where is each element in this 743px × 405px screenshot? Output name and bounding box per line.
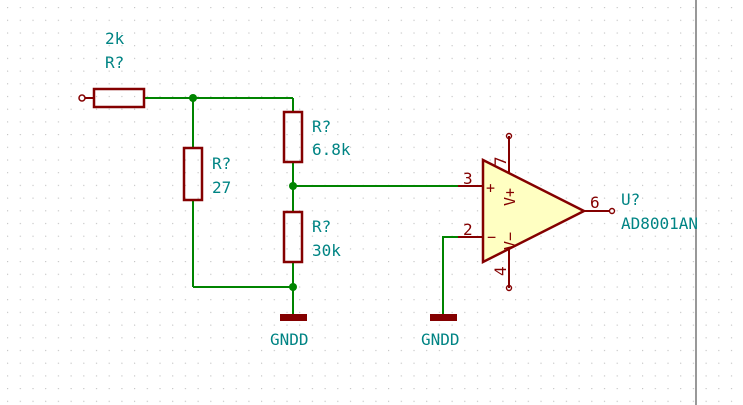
opamp-vminus-symbol: V−	[501, 232, 519, 250]
pin-out-terminal[interactable]	[608, 207, 616, 215]
pin-vneg-terminal[interactable]	[505, 284, 513, 292]
opamp-plus-symbol: +	[486, 179, 495, 197]
ground-symbol-2[interactable]	[430, 314, 457, 321]
r1-ref-label: R?	[105, 53, 124, 72]
resistor-r4[interactable]	[282, 210, 304, 264]
u1-ref-label: U?	[621, 190, 640, 209]
opamp-vplus-symbol: V+	[501, 188, 519, 206]
opamp-body[interactable]	[481, 157, 587, 265]
pin-number-7: 7	[491, 156, 510, 166]
junction-dot	[289, 182, 297, 190]
r1-value-label: 2k	[105, 29, 125, 48]
opamp-u1[interactable]	[458, 132, 616, 292]
r4-ref-label: R?	[312, 217, 331, 236]
input-terminal[interactable]	[78, 94, 94, 102]
opamp-minus-symbol: −	[487, 228, 496, 246]
ground-label-2: GNDD	[421, 330, 460, 349]
pin-vpos-terminal[interactable]	[505, 132, 513, 140]
r3-value-label: 6.8k	[312, 140, 351, 159]
ground-symbol-1[interactable]	[280, 314, 307, 321]
ground-label-1: GNDD	[270, 330, 309, 349]
pin-number-4: 4	[491, 266, 510, 276]
pin-number-2: 2	[463, 220, 473, 239]
r2-value-label: 27	[212, 178, 231, 197]
resistor-r2[interactable]	[182, 146, 204, 202]
pin-number-6: 6	[590, 193, 600, 212]
junction-dot	[289, 283, 297, 291]
resistor-r1[interactable]	[92, 87, 146, 109]
pin-number-3: 3	[463, 169, 473, 188]
r3-ref-label: R?	[312, 117, 331, 136]
wires	[145, 97, 483, 316]
u1-value-label: AD8001AN	[621, 214, 698, 233]
junctions	[189, 94, 297, 291]
resistor-r3[interactable]	[282, 110, 304, 164]
junction-dot	[189, 94, 197, 102]
r2-ref-label: R?	[212, 154, 231, 173]
r4-value-label: 30k	[312, 241, 341, 260]
